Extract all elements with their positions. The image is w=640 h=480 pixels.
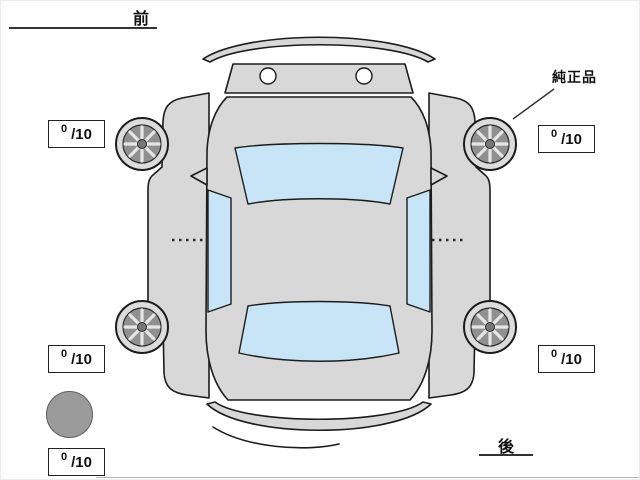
tire-score-box-spare: 0 /10 bbox=[48, 448, 105, 476]
bottom-edge-line bbox=[96, 477, 639, 478]
spare-tire-icon bbox=[46, 391, 93, 438]
rear-window bbox=[238, 300, 400, 362]
genuine-part-label: 純正品 bbox=[552, 69, 597, 85]
tire-score-value: 0 bbox=[551, 348, 558, 360]
wheel-front-right bbox=[462, 116, 518, 172]
cowl-circle-left bbox=[259, 67, 277, 85]
tire-score-value: 0 bbox=[61, 451, 68, 463]
tire-score-value: 0 bbox=[61, 348, 68, 360]
tire-score-max: /10 bbox=[561, 130, 582, 148]
side-window-right bbox=[406, 189, 431, 313]
genuine-part-pointer-line bbox=[512, 88, 555, 120]
windshield bbox=[234, 142, 404, 205]
tire-score-box-front-right: 0 /10 bbox=[538, 125, 595, 153]
tire-score-max: /10 bbox=[71, 453, 92, 471]
tire-score-box-front-left: 0 /10 bbox=[48, 120, 105, 148]
tire-score-max: /10 bbox=[561, 350, 582, 368]
rear-label: 後 bbox=[479, 433, 533, 456]
wheel-front-left bbox=[114, 116, 170, 172]
right-mirror bbox=[430, 167, 448, 186]
tire-score-value: 0 bbox=[61, 123, 68, 135]
wheel-rear-left bbox=[114, 299, 170, 355]
left-mirror bbox=[190, 167, 208, 186]
front-bumper bbox=[202, 36, 436, 63]
rear-bumper bbox=[206, 401, 432, 432]
tire-score-value: 0 bbox=[551, 128, 558, 140]
tire-score-box-rear-left: 0 /10 bbox=[48, 345, 105, 373]
side-window-left bbox=[207, 189, 232, 313]
rear-lower-lip bbox=[212, 426, 340, 449]
tire-score-max: /10 bbox=[71, 125, 92, 143]
front-label: 前 bbox=[9, 5, 157, 29]
wheel-rear-right bbox=[462, 299, 518, 355]
cowl-circle-right bbox=[355, 67, 373, 85]
tire-score-max: /10 bbox=[71, 350, 92, 368]
tire-score-box-rear-right: 0 /10 bbox=[538, 345, 595, 373]
cowl-panel bbox=[224, 63, 414, 94]
